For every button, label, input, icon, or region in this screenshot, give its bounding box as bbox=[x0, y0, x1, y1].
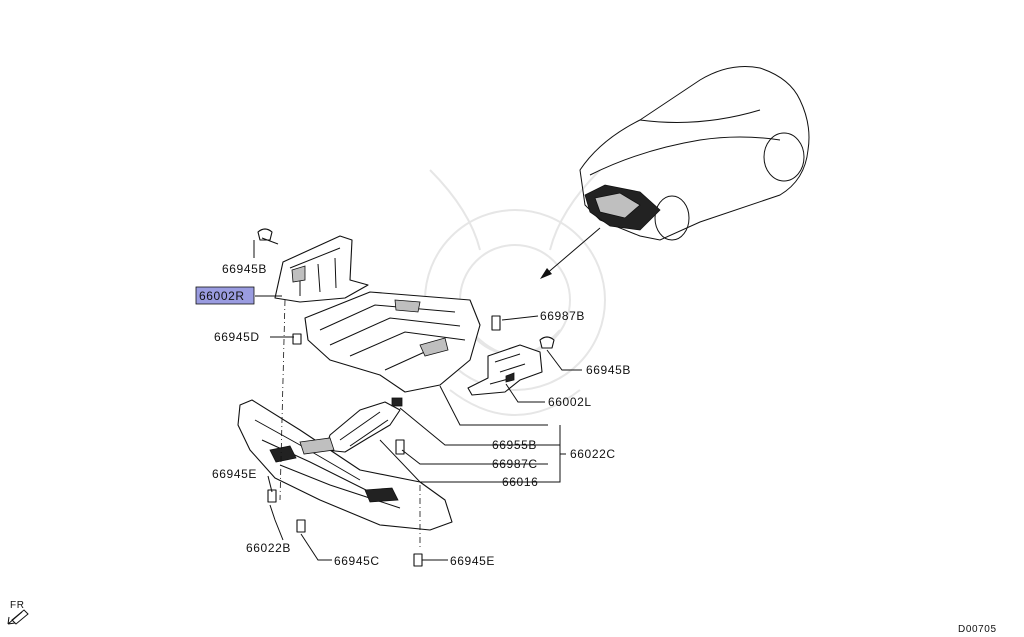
diagram-code: D00705 bbox=[958, 624, 997, 635]
callout-66016[interactable]: 66016 bbox=[502, 475, 538, 489]
callout-66022C[interactable]: 66022C bbox=[570, 447, 616, 461]
callout-66955B[interactable]: 66955B bbox=[492, 438, 537, 452]
callout-66945E-left[interactable]: 66945E bbox=[212, 467, 257, 481]
clip-66945C[interactable] bbox=[296, 519, 306, 533]
part-66002L[interactable] bbox=[467, 344, 543, 396]
callout-66945E-bottom[interactable]: 66945E bbox=[450, 554, 495, 568]
part-66002R[interactable] bbox=[274, 235, 369, 303]
callout-66945D[interactable]: 66945D bbox=[214, 330, 260, 344]
callout-labels: 66945B 66002R 66945D 66987B 66945B 66002… bbox=[199, 262, 631, 568]
clip-66945D[interactable] bbox=[292, 333, 302, 345]
clip-66945E-bottom[interactable] bbox=[413, 553, 423, 567]
nut-66955B[interactable] bbox=[391, 397, 403, 407]
reference-arrow bbox=[540, 227, 601, 279]
bolt-66987B[interactable] bbox=[491, 315, 501, 331]
part-66022C[interactable] bbox=[304, 291, 481, 393]
leader-lines bbox=[253, 237, 582, 561]
callout-66945C[interactable]: 66945C bbox=[334, 554, 380, 568]
callout-66945B-right[interactable]: 66945B bbox=[586, 363, 631, 377]
callout-66002L[interactable]: 66002L bbox=[548, 395, 592, 409]
front-label: FR bbox=[10, 600, 25, 611]
clip-66945B-top[interactable] bbox=[257, 228, 273, 241]
callout-66022B[interactable]: 66022B bbox=[246, 541, 291, 555]
callout-66002R[interactable]: 66002R bbox=[199, 289, 245, 303]
callout-66945B-top[interactable]: 66945B bbox=[222, 262, 267, 276]
bolt-66987C[interactable] bbox=[395, 439, 405, 455]
callout-66987B[interactable]: 66987B bbox=[540, 309, 585, 323]
vehicle-outline bbox=[579, 66, 810, 241]
highlight-66002R bbox=[195, 286, 255, 305]
fasteners bbox=[257, 228, 555, 567]
part-66016[interactable] bbox=[324, 401, 401, 453]
callout-66987C[interactable]: 66987C bbox=[492, 457, 538, 471]
part-66022B[interactable] bbox=[237, 399, 453, 531]
clip-66945B-right[interactable] bbox=[539, 336, 555, 349]
front-direction-indicator: FR bbox=[7, 600, 29, 625]
